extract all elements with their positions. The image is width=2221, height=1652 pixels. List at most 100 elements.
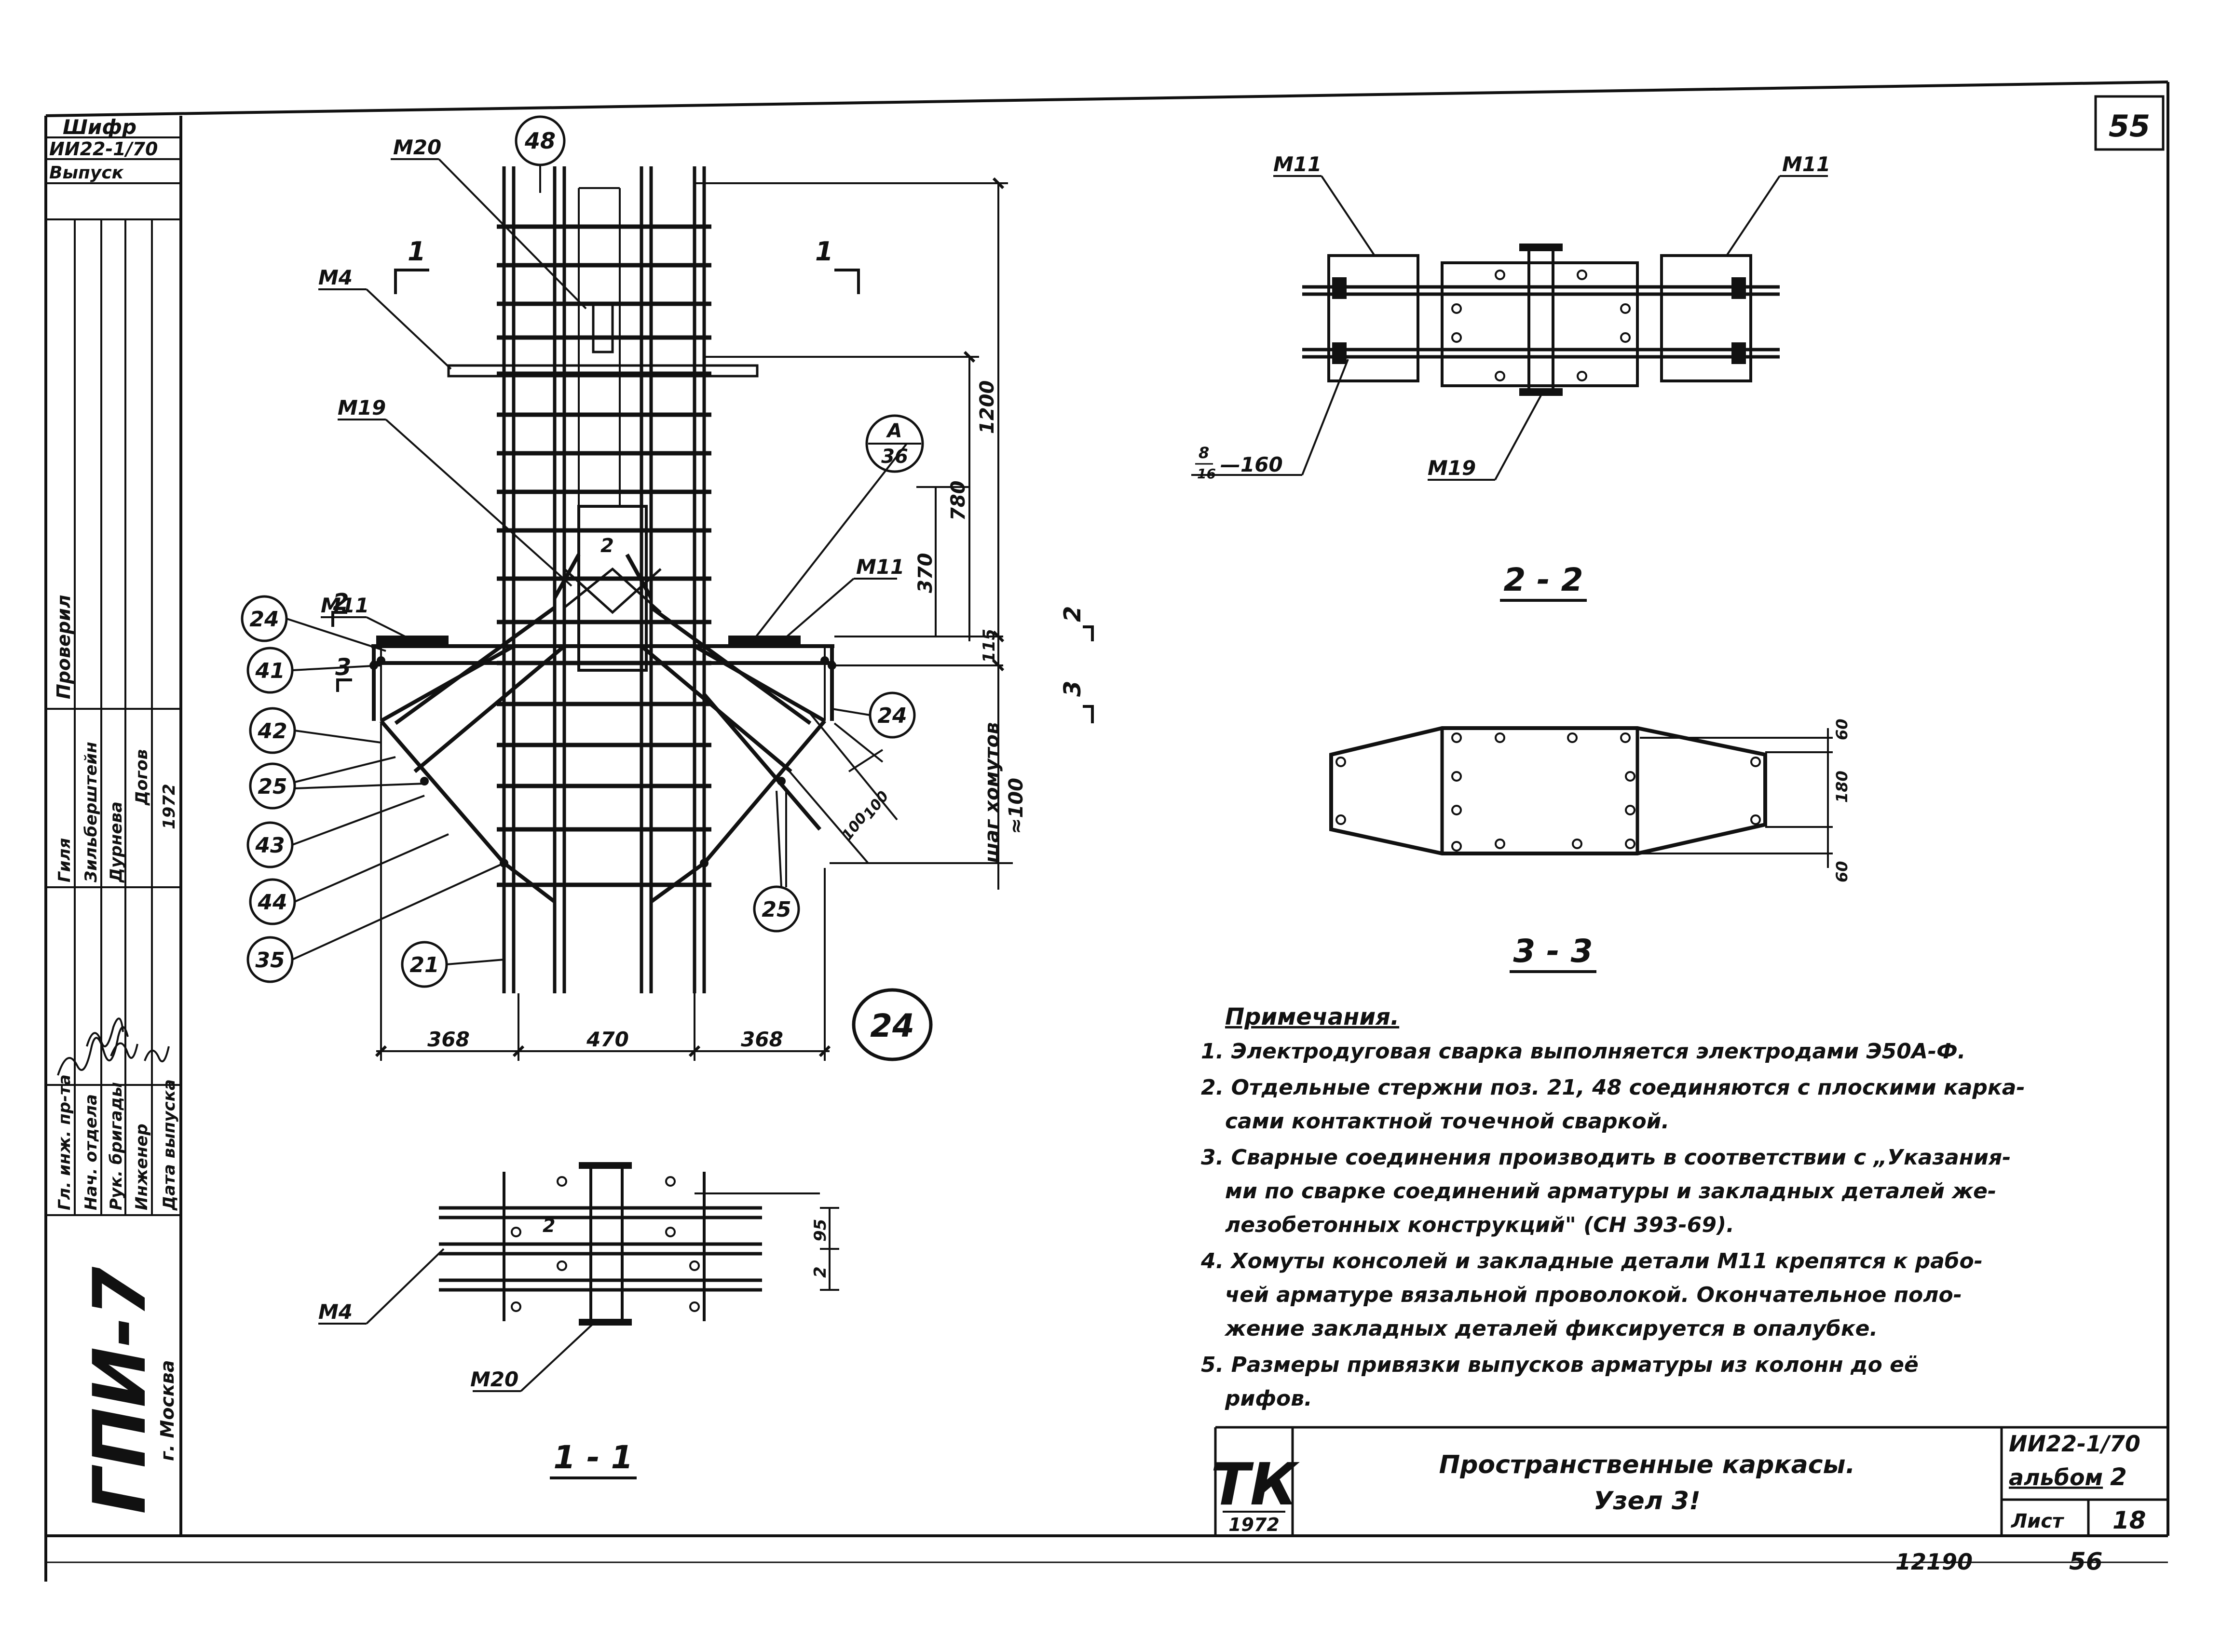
- note-line-3: сами контактной точечной сваркой.: [1225, 1109, 1669, 1134]
- callout-43: 43: [246, 795, 425, 868]
- section-2-2: М11 М11 8 16 —160 М19 2 - 2: [1191, 152, 1830, 602]
- name-chief-engineer: Гиля: [55, 838, 74, 882]
- label-m20: М20: [393, 135, 441, 159]
- note-line-8: чей арматуре вязальной проволокой. Оконч…: [1225, 1283, 1962, 1307]
- callout-41-text: 41: [255, 659, 285, 683]
- weld-den: 16: [1197, 466, 1216, 482]
- tb-sheet-value: 18: [2112, 1506, 2146, 1534]
- label-m11-right: М11: [856, 555, 904, 579]
- section-3-3: 60 180 60 3 - 3: [1329, 718, 1851, 973]
- role-team-lead: Рук. бригады: [107, 1082, 126, 1210]
- note-line-1: 1. Электродуговая сварка выполняется эле…: [1201, 1039, 1966, 1064]
- side-year: 1972: [160, 784, 179, 829]
- dim-370: 370: [914, 553, 937, 594]
- org-city: г. Москва: [157, 1360, 178, 1461]
- section-2-2-title: 2 - 2: [1503, 561, 1583, 598]
- section-2-2-m11-left: М11: [1273, 152, 1322, 176]
- callout-a36: А 36: [865, 414, 924, 473]
- note-line-7: 4. Хомуты консолей и закладные детали М1…: [1200, 1249, 1983, 1273]
- callout-25-right-text: 25: [762, 897, 791, 922]
- note-line-9: жение закладных деталей фиксируется в оп…: [1224, 1316, 1878, 1341]
- dim-stirrup-value: ≈100: [1005, 778, 1027, 834]
- dim-95: 95: [811, 1219, 830, 1242]
- bottom-number-right: 56: [2069, 1547, 2103, 1575]
- dim-368-left: 368: [427, 1028, 470, 1051]
- role-engineer: Инженер: [132, 1124, 151, 1210]
- main-leaders: [318, 158, 908, 642]
- callout-36-text: 36: [881, 446, 908, 468]
- dim-368-right: 368: [741, 1028, 783, 1051]
- dim-60-top: 60: [1833, 718, 1851, 740]
- bottom-number-left: 12190: [1895, 1549, 1973, 1575]
- section-2-right: 2: [1059, 606, 1086, 622]
- notes: Примечания. 1. Электродуговая сварка вып…: [1200, 1003, 2025, 1411]
- dim-180: 180: [1833, 771, 1851, 803]
- callouts: 48 А 36 24 41 42 25: [241, 115, 933, 1061]
- callout-42-text: 42: [257, 719, 287, 744]
- callout-43-text: 43: [255, 833, 285, 858]
- dim-2-small: 2: [811, 1266, 830, 1278]
- name-issue-date: Догов: [132, 749, 151, 806]
- section-marks: [331, 269, 1094, 723]
- page-number: 55: [2109, 108, 2150, 144]
- callout-35: 35: [246, 862, 504, 983]
- note-line-5: ми по сварке соединений арматуры и закла…: [1225, 1179, 1996, 1204]
- cipher-value: ИИ22-1/70: [49, 138, 158, 160]
- checked-label: Проверил: [53, 595, 74, 699]
- callout-41: 41: [246, 647, 382, 694]
- dim-1200: 1200: [976, 380, 998, 434]
- org-stamp: ГПИ-7: [78, 1266, 162, 1514]
- m20-plate: [592, 302, 614, 353]
- side-roles: Гл. инж. пр-та Нач. отдела Рук. бригады …: [55, 1074, 179, 1211]
- dim-470: 470: [586, 1028, 629, 1051]
- weld-len: —160: [1220, 453, 1283, 476]
- weld-num: 8: [1199, 444, 1209, 462]
- callout-21-text: 21: [409, 953, 439, 977]
- callout-48-text: 48: [524, 128, 556, 154]
- role-chief-engineer: Гл. инж. пр-та: [55, 1074, 74, 1210]
- title-line-1: Пространственные каркасы.: [1439, 1450, 1855, 1479]
- callout-44-text: 44: [257, 890, 287, 915]
- section-3-right: 3: [1059, 681, 1086, 697]
- callout-24-left: 24: [241, 595, 386, 652]
- callout-48: 48: [515, 115, 566, 193]
- callout-25-right: 25: [753, 790, 800, 933]
- section-1-1-title: 1 - 1: [553, 1439, 633, 1476]
- weld-dots: [369, 656, 836, 867]
- callout-a-text: А: [886, 420, 902, 442]
- callout-21: 21: [401, 941, 504, 988]
- tb-album-label: альбом: [2009, 1464, 2103, 1490]
- callout-25-left: 25: [249, 756, 425, 810]
- callout-25-left-text: 25: [258, 774, 287, 799]
- issue-label: Выпуск: [49, 163, 124, 183]
- callout-24-big: 24: [852, 988, 933, 1061]
- note-line-6: лезобетонных конструкций" (СН 393-69).: [1225, 1213, 1734, 1237]
- callout-24-big-text: 24: [870, 1007, 914, 1044]
- notes-heading: Примечания.: [1225, 1003, 1399, 1030]
- note-line-10: 5. Размеры привязки выпусков арматуры из…: [1201, 1353, 1919, 1377]
- callout-24-right-text: 24: [877, 704, 907, 728]
- note-line-2: 2. Отдельные стержни поз. 21, 48 соединя…: [1201, 1075, 2025, 1100]
- main-elevation: 2: [369, 166, 836, 993]
- logo-year: 1972: [1228, 1514, 1280, 1535]
- main-dimensions: [376, 182, 1013, 1061]
- side-names: Гиля Зильберштейн Дурнева Догов 1972: [55, 742, 179, 883]
- dim-780: 780: [947, 481, 969, 521]
- m11-right-plate: [728, 636, 801, 647]
- note-line-4: 3. Сварные соединения производить в соот…: [1201, 1145, 2011, 1170]
- title-block: ТК 1972 Пространственные каркасы. Узел 3…: [1211, 1426, 2168, 1536]
- cipher-label: Шифр: [63, 115, 136, 139]
- label-m19: М19: [338, 396, 386, 420]
- dim-60-bottom: 60: [1833, 861, 1851, 882]
- name-team-lead: Дурнева: [107, 801, 126, 883]
- tb-album-value: 2: [2110, 1463, 2127, 1491]
- m4-bar: [447, 364, 759, 378]
- callout-24-right: 24: [831, 691, 916, 739]
- section-3-3-title: 3 - 3: [1513, 933, 1593, 970]
- label-m4: М4: [318, 266, 353, 289]
- section-1-1-m4: М4: [318, 1300, 353, 1324]
- dim-115: 115: [980, 629, 999, 663]
- signatures: [57, 1017, 170, 1076]
- sheet-frame: [44, 81, 2169, 1582]
